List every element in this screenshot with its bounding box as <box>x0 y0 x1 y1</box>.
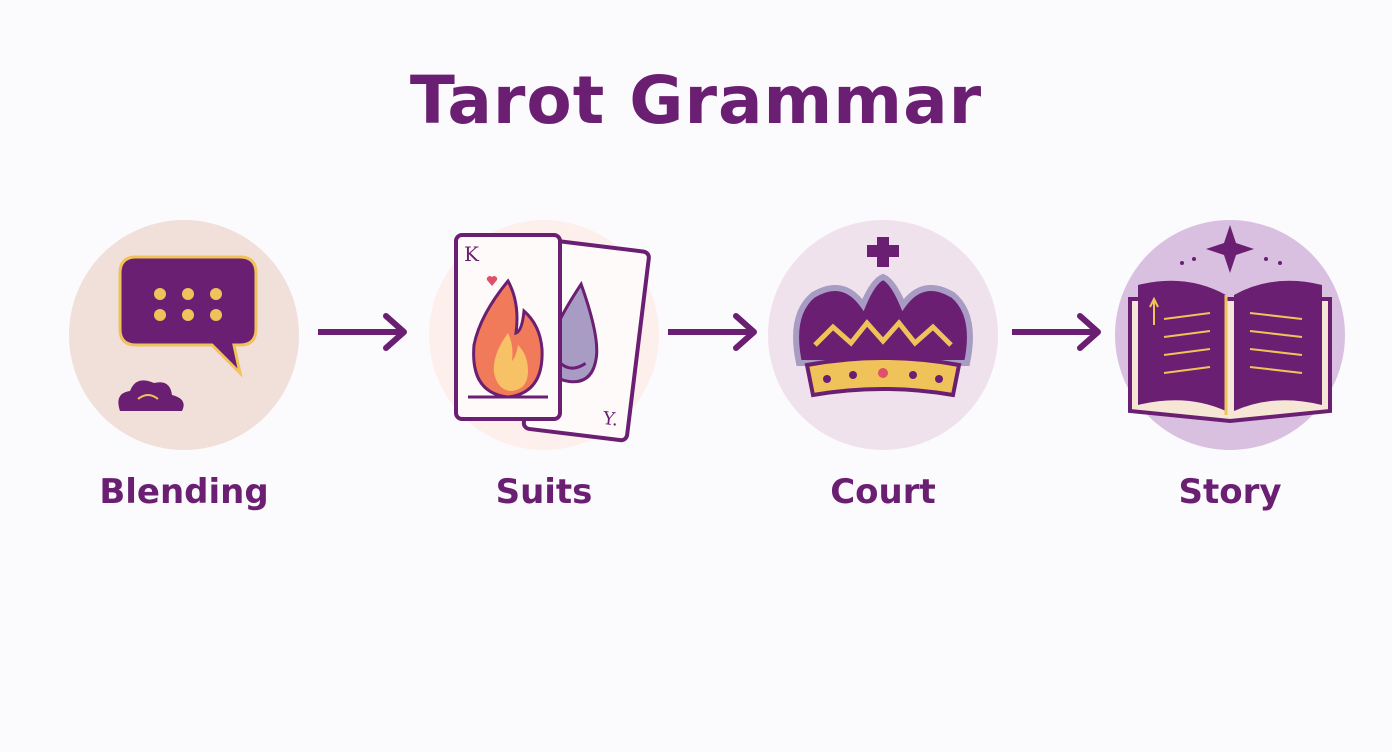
step-suits: Y. K <box>424 215 664 455</box>
diagram-title: Tarot Grammar <box>409 62 983 139</box>
cloud-icon <box>118 380 184 411</box>
arrow-right-icon <box>668 313 757 351</box>
speech-bubble-icon <box>69 220 299 450</box>
step-blending <box>64 215 304 455</box>
arrow-right-icon <box>318 313 407 351</box>
step-story <box>1110 215 1350 455</box>
step-court <box>763 215 1003 455</box>
step-label-suits: Suits <box>495 472 593 512</box>
card-letter-k: K <box>464 242 480 266</box>
step-label-court: Court <box>830 472 936 512</box>
card-letter-y: Y. <box>601 408 620 431</box>
step-label-blending: Blending <box>99 472 269 512</box>
arrow-right-icon <box>1012 313 1101 351</box>
suit-cards-icon: Y. K <box>429 220 659 450</box>
crown-icon <box>768 220 998 450</box>
step-label-story: Story <box>1178 472 1282 512</box>
open-book-icon <box>1115 220 1345 450</box>
